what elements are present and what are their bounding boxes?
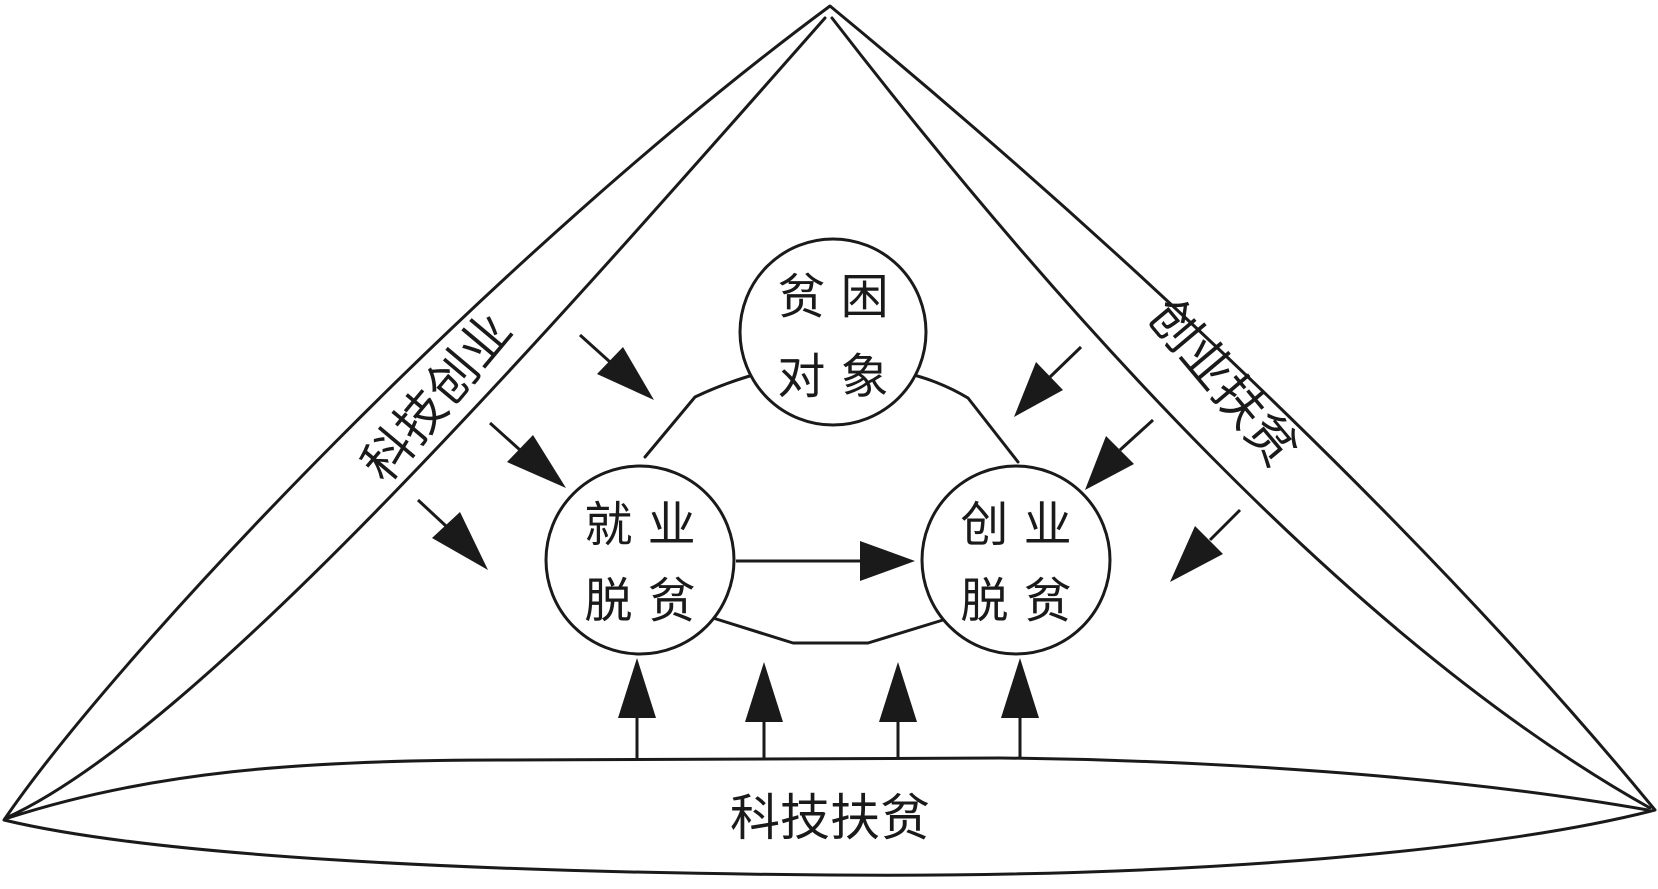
poverty-target-circle — [738, 237, 928, 427]
left-band-arrow-3 — [416, 498, 488, 570]
employment-to-entrepreneurship-arrow — [736, 541, 915, 581]
right-band-inner-edge — [830, 16, 1652, 810]
lower-cycle-path — [711, 616, 945, 645]
poverty-target-label-line2: 对 象 — [777, 349, 888, 405]
employment-label-line2: 脱 贫 — [584, 573, 695, 629]
upper-cycle-path — [643, 371, 762, 459]
poverty-target-label-line1: 贫 困 — [777, 269, 888, 325]
bottom-band-inner-edge — [6, 756, 1650, 820]
right-band-arrow-2 — [1085, 418, 1155, 490]
left-band-arrow-1 — [578, 333, 654, 400]
bottom-band-arrow-2 — [745, 662, 783, 758]
right-band-arrow-3 — [1170, 508, 1242, 582]
left-band-arrow-2 — [488, 421, 566, 488]
employment-label-line1: 就 业 — [584, 497, 695, 553]
right-band-label: 创业扶贫 — [1137, 287, 1310, 477]
employment-circle — [544, 464, 736, 656]
left-band-inner-edge — [4, 16, 827, 820]
bottom-band-label: 科技扶贫 — [730, 789, 930, 847]
bottom-band-arrow-1 — [618, 658, 656, 758]
entrepreneurship-label-line1: 创 业 — [960, 497, 1071, 553]
bottom-band-arrow-3 — [879, 662, 917, 758]
right-band-arrow-1 — [1014, 345, 1083, 417]
entrepreneurship-circle — [920, 464, 1112, 656]
upper-cycle-path-right — [903, 371, 1020, 464]
outer-triangle-band — [2, 4, 1657, 877]
left-band-label: 科技创业 — [350, 302, 523, 492]
bottom-band-arrow-4 — [1001, 658, 1039, 758]
entrepreneurship-label-line2: 脱 贫 — [960, 573, 1071, 629]
